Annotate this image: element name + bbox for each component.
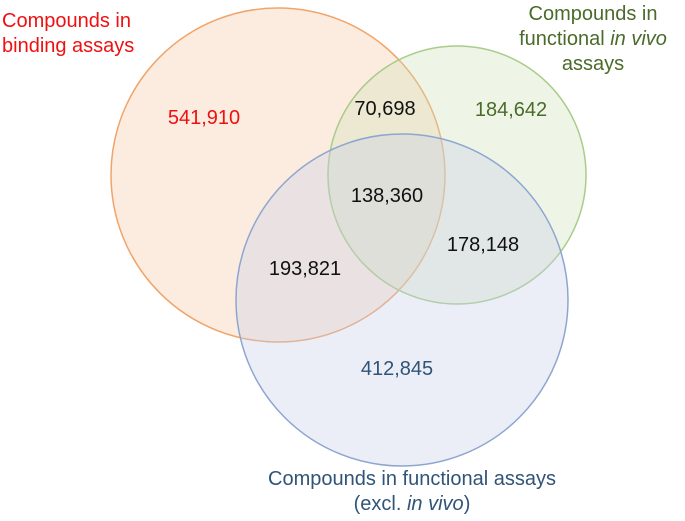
binding-assays-label-line-2: binding assays <box>2 35 135 57</box>
in-vivo-assays-circle <box>327 45 587 305</box>
region-functional-only: 412,845 <box>360 358 434 380</box>
functional-assays-circle <box>235 133 569 467</box>
functional-assays-label: Compounds in functional assays (excl. in… <box>220 467 604 517</box>
functional-assays-label-line-1: Compounds in functional assays <box>268 468 556 490</box>
region-binding-in-vivo: 70,698 <box>354 98 416 120</box>
binding-assays-label: Compounds in binding assays <box>2 9 134 59</box>
in-vivo-assays-label-line-3: assays <box>561 53 625 75</box>
region-in-vivo-only: 184,642 <box>474 99 548 121</box>
functional-assays-label-italic: in vivo <box>406 493 464 515</box>
functional-assays-label-close: ) <box>463 493 471 515</box>
region-in-vivo-functional: 178,148 <box>446 234 520 256</box>
region-binding-functional: 193,821 <box>268 258 342 280</box>
region-binding-only: 541,910 <box>167 107 241 129</box>
binding-assays-label-line-1: Compounds in <box>2 10 131 32</box>
in-vivo-assays-label-line-1: Compounds in <box>528 3 658 25</box>
functional-assays-label-open: (excl. <box>353 493 407 515</box>
in-vivo-assays-label-line-2-text: functional <box>519 28 611 50</box>
binding-assays-circle <box>110 7 446 343</box>
functional-assays-label-line-2: (excl. in vivo) <box>220 492 604 517</box>
region-all-three: 138,360 <box>350 185 424 207</box>
in-vivo-assays-label-line-2: functional in vivo <box>500 27 685 52</box>
in-vivo-assays-label: Compounds in functional in vivo assays <box>500 2 685 77</box>
in-vivo-assays-label-italic: in vivo <box>610 28 667 50</box>
